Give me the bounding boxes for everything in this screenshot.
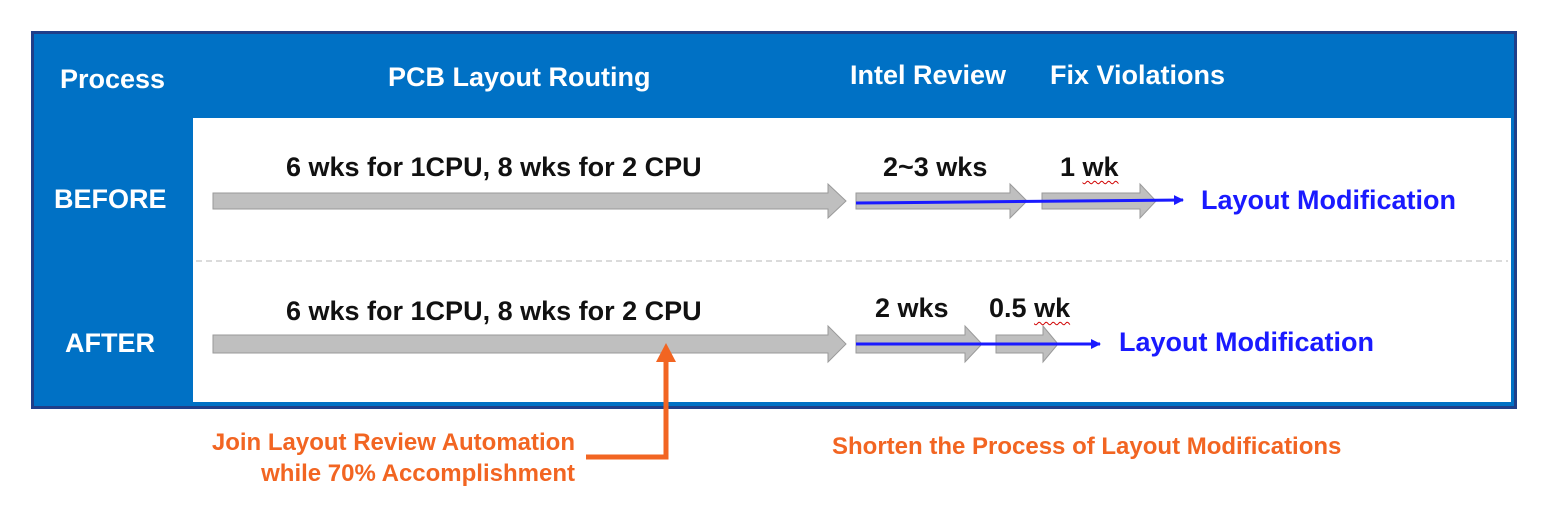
before-result-label: Layout Modification [1201,185,1456,215]
before-routing-duration: 6 wks for 1CPU, 8 wks for 2 CPU [286,152,702,182]
row-label-after: AFTER [65,328,155,358]
header-fix-violations: Fix Violations [1050,60,1226,90]
after-fix-duration: 0.5 wk [989,295,1070,322]
header-process: Process [60,64,166,94]
after-fix-duration-unit: wk [1034,293,1071,323]
before-fix-duration-unit: wk [1082,152,1119,182]
header-pcb-layout-routing: PCB Layout Routing [388,62,651,92]
automation-annotation-line2: while 70% Accomplishment [261,460,575,487]
after-result-label: Layout Modification [1119,327,1374,357]
after-routing-duration: 6 wks for 1CPU, 8 wks for 2 CPU [286,296,702,326]
shorten-process-annotation: Shorten the Process of Layout Modificati… [832,433,1342,460]
before-fix-duration: 1 wk [1060,154,1119,181]
before-routing-arrow [212,182,847,220]
header-intel-review: Intel Review [850,60,1007,90]
after-review-duration: 2 wks [875,293,949,323]
automation-callout-arrowhead [656,343,676,362]
automation-annotation-line1: Join Layout Review Automation [211,429,575,456]
automation-callout-line [586,356,669,460]
before-result-arrow [855,195,1184,206]
timeline-panel [193,118,1511,402]
row-label-before: BEFORE [54,184,167,214]
before-fix-duration-number: 1 [1060,152,1076,182]
after-routing-arrow [212,324,847,364]
after-fix-duration-number: 0.5 [989,293,1027,323]
before-review-duration: 2~3 wks [883,152,988,182]
